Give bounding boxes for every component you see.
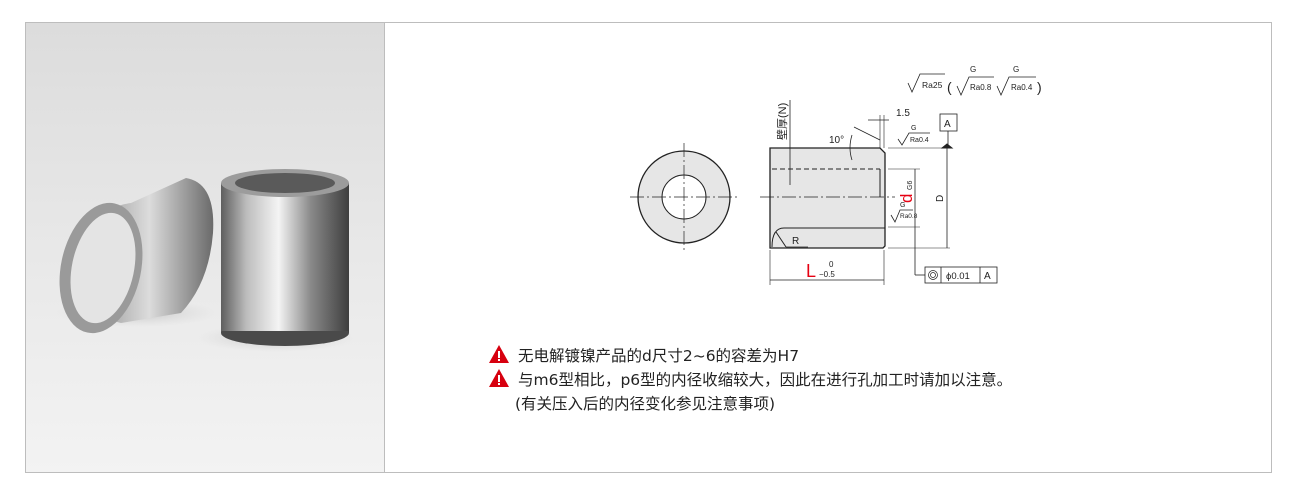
note-text: 无电解镀镍产品的d尺寸2~6的容差为H7 [518, 347, 800, 365]
roughness-main: Ra25 [922, 80, 943, 90]
d-label: d [897, 194, 916, 203]
L-label: L [806, 261, 816, 281]
g-mark: G [970, 65, 976, 74]
paren-open: ( [947, 79, 952, 95]
d-tolerance: G6 [907, 181, 914, 190]
bushing-image [56, 169, 356, 352]
angle-label: 10° [829, 135, 844, 146]
chamfer-label: 1.5 [896, 108, 910, 119]
warning-icon [489, 369, 509, 387]
outer-roughness: Ra0.4 [910, 137, 929, 144]
inner-roughness: Ra0.8 [900, 213, 918, 220]
datum-label: A [944, 119, 951, 130]
g-mark: G [911, 125, 916, 132]
L-tol-lower: −0.5 [819, 270, 835, 279]
concentricity-icon [928, 270, 938, 280]
note-1: 无电解镀镍产品的d尺寸2~6的容差为H7 [488, 344, 1012, 368]
note-subtext: (有关压入后的内径变化参见注意事项) [515, 395, 776, 413]
note-text: 与m6型相比，p6型的内径收缩较大，因此在进行孔加工时请加以注意。 [518, 371, 1013, 389]
paren-close: ) [1037, 79, 1042, 95]
tolerance-datum: A [984, 271, 991, 282]
notes: 无电解镀镍产品的d尺寸2~6的容差为H7 与m6型相比，p6型的内径收缩较大，因… [488, 344, 1012, 416]
product-frame [25, 22, 1272, 473]
wall-thickness-label: 壁厚(N) [775, 103, 789, 140]
R-label: R [792, 236, 799, 247]
L-tol-upper: 0 [829, 260, 834, 269]
warning-icon [489, 345, 509, 363]
roughness-g1: Ra0.8 [970, 83, 992, 92]
D-label: D [935, 195, 946, 202]
g-mark: G [1013, 65, 1019, 74]
note-2: 与m6型相比，p6型的内径收缩较大，因此在进行孔加工时请加以注意。 [488, 368, 1012, 392]
side-view [760, 73, 1036, 285]
end-view [630, 143, 740, 252]
tolerance-value: ϕ0.01 [946, 271, 970, 282]
g-mark: G [900, 202, 905, 209]
roughness-g2: Ra0.4 [1011, 83, 1033, 92]
product-photo [26, 23, 385, 472]
technical-drawing: 壁厚(N) 10° 1.5 Ra25 ( ) G Ra0.8 G Ra0.4 G… [630, 65, 1042, 285]
